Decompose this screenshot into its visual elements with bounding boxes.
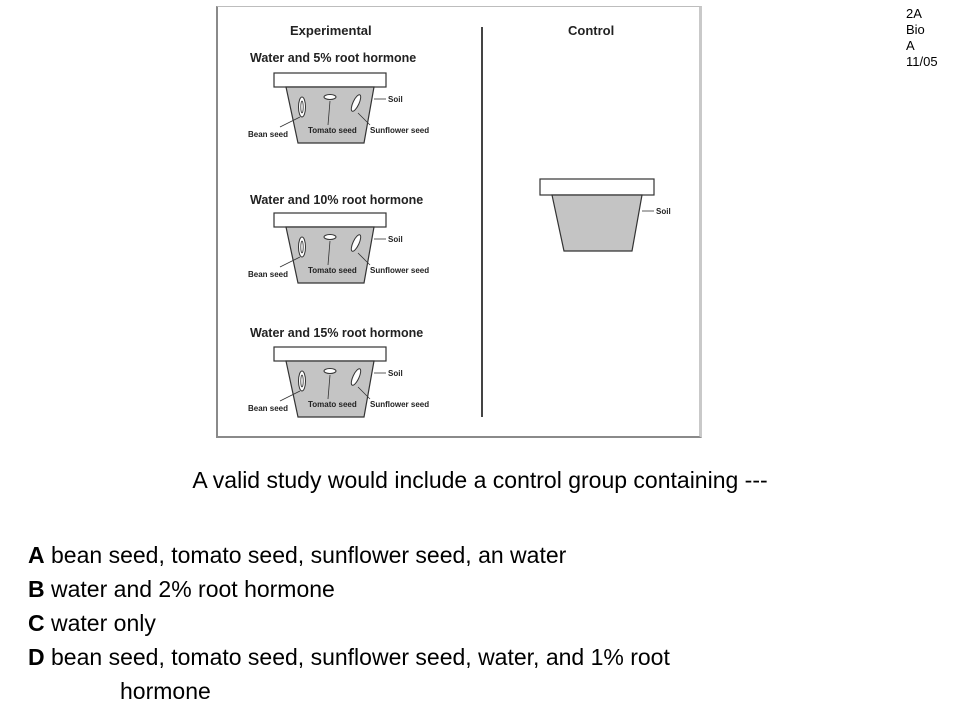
question-text: A valid study would include a control gr… bbox=[192, 467, 768, 493]
choice-c[interactable]: C water only bbox=[28, 606, 928, 640]
choice-text: bean seed, tomato seed, sunflower seed, … bbox=[51, 644, 670, 670]
choice-text: bean seed, tomato seed, sunflower seed, … bbox=[51, 542, 567, 568]
leader-line bbox=[357, 386, 371, 400]
corner-tag-line: Bio bbox=[906, 22, 925, 37]
soil-label: Soil bbox=[388, 235, 403, 244]
bean-seed-detail bbox=[300, 240, 304, 254]
choice-text: water only bbox=[51, 610, 156, 636]
experimental-pot-10-percent: Water and 10% root hormone Soil Bean see… bbox=[248, 193, 429, 284]
answer-choices: A bean seed, tomato seed, sunflower seed… bbox=[28, 538, 928, 708]
leader-line bbox=[279, 256, 301, 268]
pot-soil bbox=[285, 226, 375, 284]
leader-line bbox=[357, 252, 371, 266]
choice-d[interactable]: D bean seed, tomato seed, sunflower seed… bbox=[28, 640, 928, 674]
bean-seed-label: Bean seed bbox=[248, 404, 288, 413]
sunflower-seed-label: Sunflower seed bbox=[370, 126, 429, 135]
experimental-pot-15-percent: Water and 15% root hormone Soil Bean see… bbox=[248, 326, 429, 418]
choice-letter: A bbox=[28, 542, 45, 568]
pot-rim bbox=[539, 178, 655, 196]
bean-seed-label: Bean seed bbox=[248, 130, 288, 139]
leader-line bbox=[279, 116, 301, 128]
tomato-seed bbox=[323, 94, 337, 100]
corner-tag-line: A bbox=[906, 38, 915, 53]
sunflower-seed bbox=[350, 94, 362, 112]
experimental-pot-5-percent: Water and 5% root hormone Soil Bean seed… bbox=[248, 51, 429, 144]
sunflower-seed bbox=[350, 234, 362, 252]
leader-line bbox=[279, 390, 301, 402]
leader-line bbox=[327, 100, 331, 126]
soil-label: Soil bbox=[656, 207, 671, 216]
sunflower-seed bbox=[350, 368, 362, 386]
bean-seed-detail bbox=[300, 100, 304, 114]
condition-label-10: Water and 10% root hormone bbox=[250, 193, 423, 207]
sunflower-seed-label: Sunflower seed bbox=[370, 266, 429, 275]
choice-a[interactable]: A bean seed, tomato seed, sunflower seed… bbox=[28, 538, 928, 572]
soil-label: Soil bbox=[388, 95, 403, 104]
choice-letter: C bbox=[28, 610, 45, 636]
pot-rim bbox=[273, 72, 387, 88]
tomato-seed-label: Tomato seed bbox=[308, 266, 357, 275]
control-pot: Soil bbox=[539, 178, 671, 252]
tomato-seed-label: Tomato seed bbox=[308, 400, 357, 409]
leader-line bbox=[327, 374, 331, 400]
experiment-diagram-svg: Experimental Control Water and 5% root h… bbox=[248, 23, 671, 418]
bean-seed bbox=[298, 370, 306, 392]
experimental-heading: Experimental bbox=[290, 23, 372, 38]
choice-letter: D bbox=[28, 644, 45, 670]
pot-soil bbox=[551, 194, 643, 252]
soil-label: Soil bbox=[388, 369, 403, 378]
leader-line bbox=[327, 240, 331, 266]
choice-d-continuation: hormone bbox=[120, 678, 211, 704]
bean-seed-detail bbox=[300, 374, 304, 388]
tomato-seed bbox=[323, 234, 337, 240]
experiment-figure: Experimental Control Water and 5% root h… bbox=[216, 6, 702, 438]
tomato-seed bbox=[323, 368, 337, 374]
condition-label-5: Water and 5% root hormone bbox=[250, 51, 416, 65]
leader-line bbox=[357, 112, 371, 126]
choice-text: water and 2% root hormone bbox=[51, 576, 335, 602]
choice-letter: B bbox=[28, 576, 45, 602]
corner-tag-line: 11/05 bbox=[906, 54, 938, 69]
corner-tag: 2A Bio A 11/05 bbox=[906, 6, 954, 70]
choice-b[interactable]: B water and 2% root hormone bbox=[28, 572, 928, 606]
bean-seed bbox=[298, 96, 306, 118]
pot-soil bbox=[285, 86, 375, 144]
pot-rim bbox=[273, 346, 387, 362]
condition-label-15: Water and 15% root hormone bbox=[250, 326, 423, 340]
control-heading: Control bbox=[568, 23, 614, 38]
pot-rim bbox=[273, 212, 387, 228]
corner-tag-line: 2A bbox=[906, 6, 922, 21]
bean-seed-label: Bean seed bbox=[248, 270, 288, 279]
tomato-seed-label: Tomato seed bbox=[308, 126, 357, 135]
sunflower-seed-label: Sunflower seed bbox=[370, 400, 429, 409]
pot-soil bbox=[285, 360, 375, 418]
bean-seed bbox=[298, 236, 306, 258]
